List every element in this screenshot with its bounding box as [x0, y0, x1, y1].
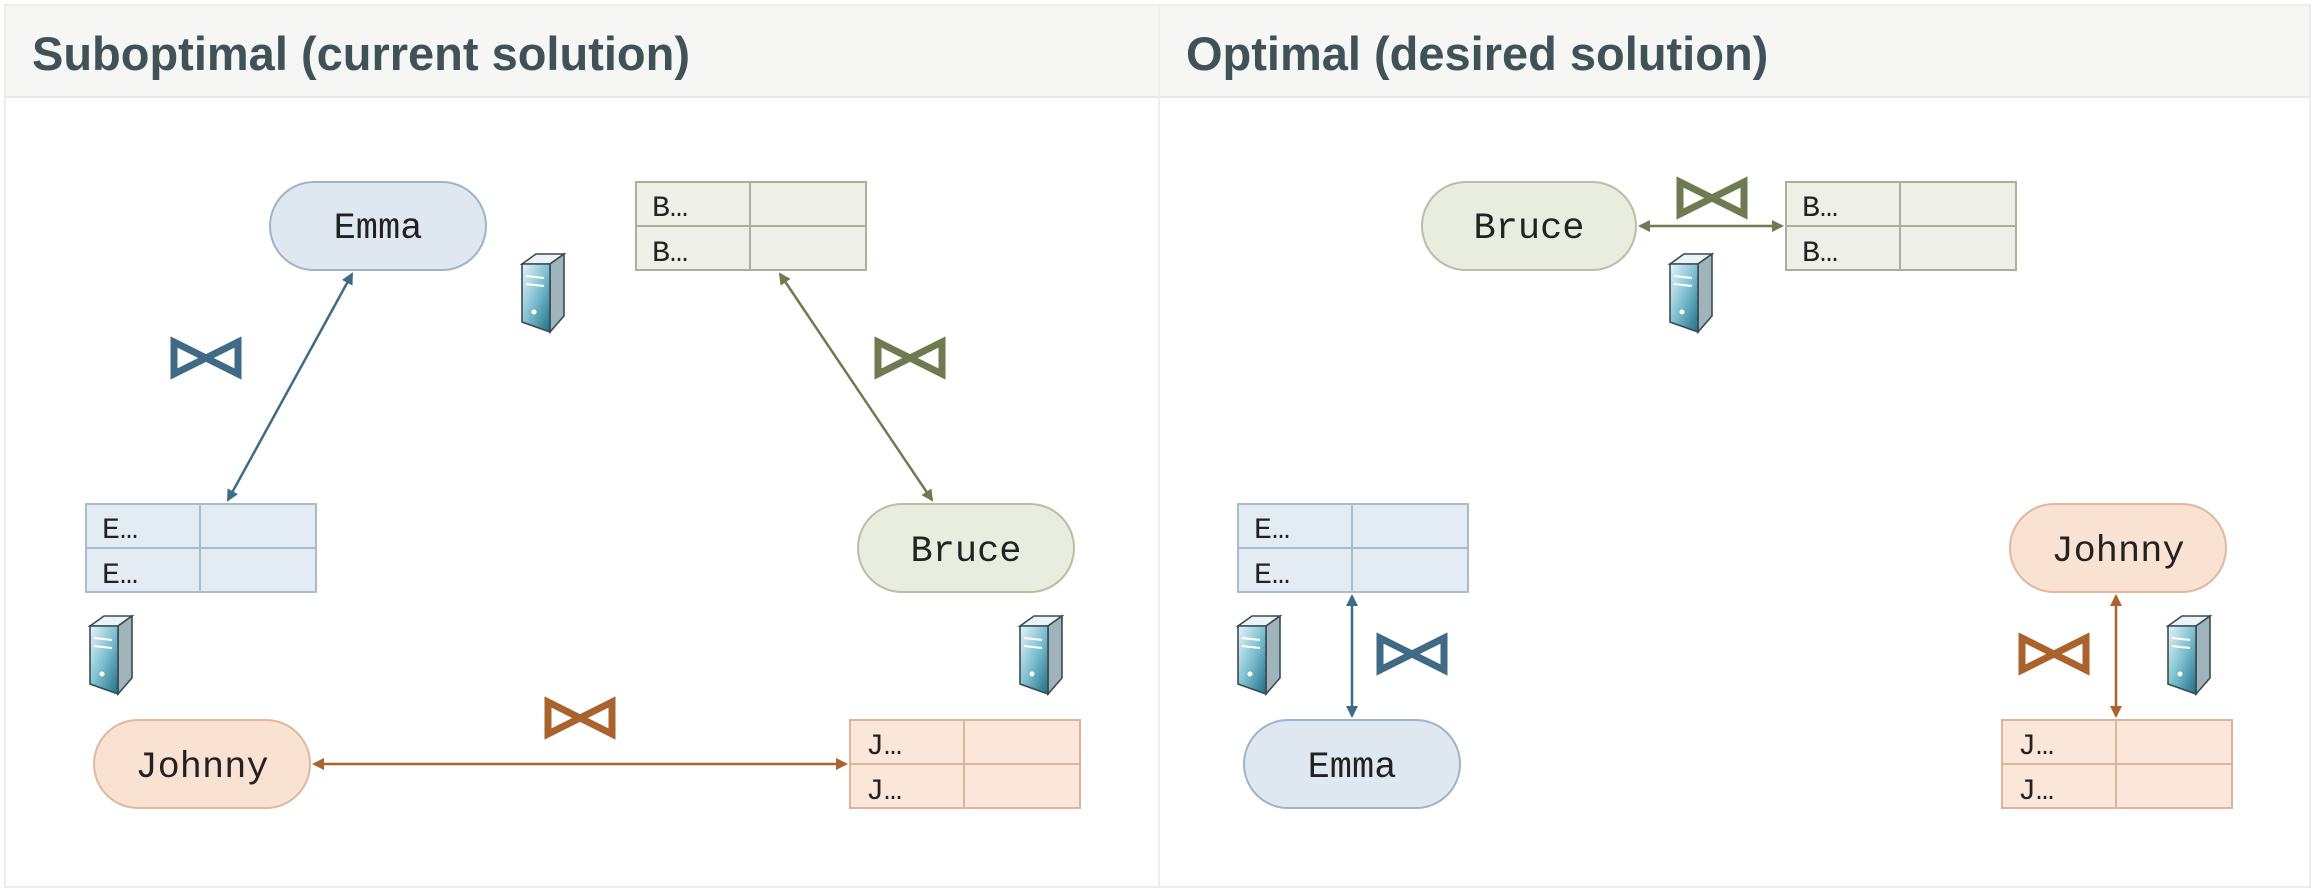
optimal-panel-header: Optimal (desired solution)	[1160, 6, 2309, 98]
bruce-node: Bruce	[857, 503, 1075, 593]
bruce-connector	[778, 272, 934, 502]
bruce-table-cell: B…	[652, 237, 688, 271]
bowtie-join-icon	[1376, 632, 1448, 676]
johnny-table-cell: J…	[866, 775, 902, 809]
johnny-node-label: Johnny	[2051, 531, 2184, 573]
johnny-table-cell: J…	[866, 730, 902, 764]
server-icon	[1019, 615, 1063, 695]
emma-table-cell: E…	[1254, 514, 1290, 548]
suboptimal-diagram: Emma B… B… E… E… Bruce Johnny	[85, 181, 1081, 809]
server-icon	[89, 615, 133, 695]
emma-table: E… E…	[1237, 503, 1469, 593]
johnny-node: Johnny	[2009, 503, 2227, 593]
bruce-table-cell: B…	[652, 192, 688, 226]
bowtie-join-icon	[170, 336, 242, 380]
bruce-node: Bruce	[1421, 181, 1637, 271]
bruce-table-cell: B…	[1802, 237, 1838, 271]
emma-table: E… E…	[85, 503, 317, 593]
optimal-panel-title: Optimal (desired solution)	[1186, 27, 1769, 80]
suboptimal-panel-title: Suboptimal (current solution)	[32, 27, 690, 80]
optimal-diagram: Bruce B… B… E… E… Emma Johnny	[1237, 176, 2233, 809]
emma-connector	[226, 272, 354, 502]
bruce-node-label: Bruce	[910, 531, 1021, 573]
bruce-node-label: Bruce	[1473, 208, 1584, 250]
suboptimal-panel: Suboptimal (current solution)	[4, 4, 1160, 888]
suboptimal-panel-header: Suboptimal (current solution)	[6, 6, 1158, 98]
emma-node: Emma	[269, 181, 487, 271]
bruce-table: B… B…	[635, 181, 867, 271]
johnny-table: J… J…	[849, 719, 1081, 809]
johnny-node: Johnny	[93, 719, 311, 809]
bowtie-join-icon	[544, 696, 616, 740]
emma-table-cell: E…	[1254, 559, 1290, 593]
bruce-table: B… B…	[1785, 181, 2017, 271]
johnny-node-label: Johnny	[135, 747, 268, 789]
emma-node-label: Emma	[1308, 747, 1397, 789]
johnny-table: J… J…	[2001, 719, 2233, 809]
server-icon	[521, 253, 565, 333]
johnny-table-cell: J…	[2018, 730, 2054, 764]
server-icon	[1237, 615, 1281, 695]
emma-node-label: Emma	[334, 208, 423, 250]
emma-table-cell: E…	[102, 514, 138, 548]
optimal-panel: Optimal (desired solution)	[1158, 4, 2311, 888]
emma-table-cell: E…	[102, 559, 138, 593]
bowtie-join-icon	[1676, 176, 1748, 220]
bowtie-join-icon	[2018, 632, 2090, 676]
emma-node: Emma	[1243, 719, 1461, 809]
bruce-table-cell: B…	[1802, 192, 1838, 226]
johnny-table-cell: J…	[2018, 775, 2054, 809]
server-icon	[2167, 615, 2211, 695]
server-icon	[1669, 253, 1713, 333]
bowtie-join-icon	[874, 336, 946, 380]
